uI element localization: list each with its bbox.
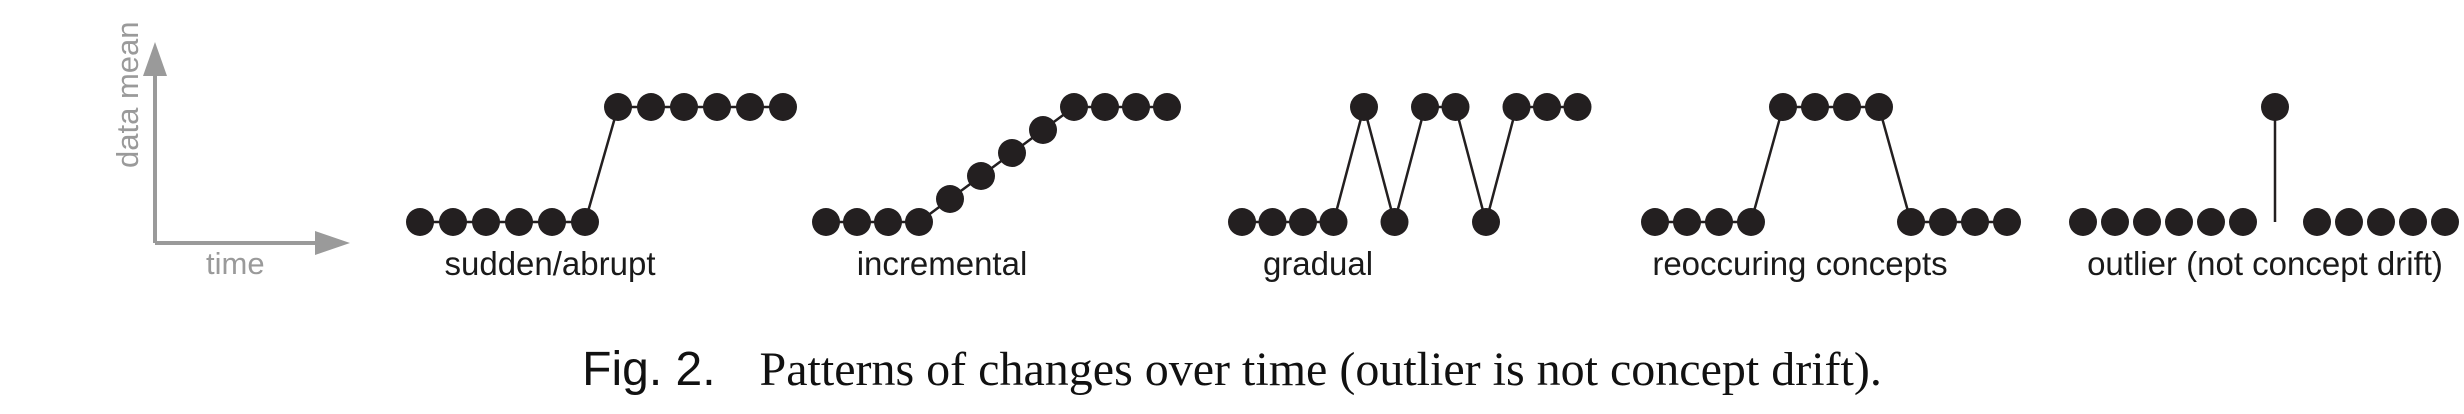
caption-text: Patterns of changes over time (outlier i… bbox=[759, 343, 1882, 396]
pattern-sudden bbox=[406, 93, 797, 236]
data-point bbox=[703, 93, 731, 121]
data-point bbox=[1769, 93, 1797, 121]
data-point bbox=[2431, 208, 2459, 236]
data-point bbox=[1865, 93, 1893, 121]
pattern-gradual bbox=[1228, 93, 1592, 236]
label-outlier: outlier (not concept drift) bbox=[2087, 245, 2443, 282]
data-point bbox=[2101, 208, 2129, 236]
label-sudden: sudden/abrupt bbox=[444, 245, 656, 282]
pattern-outlier bbox=[2069, 93, 2459, 236]
data-point bbox=[1228, 208, 1256, 236]
data-point bbox=[538, 208, 566, 236]
trend-line bbox=[1655, 105, 2007, 224]
data-point bbox=[1641, 208, 1669, 236]
data-point bbox=[1533, 93, 1561, 121]
data-point bbox=[1153, 93, 1181, 121]
data-point bbox=[1122, 93, 1150, 121]
data-point bbox=[406, 208, 434, 236]
data-point bbox=[998, 139, 1026, 167]
x-axis-label: time bbox=[206, 246, 265, 281]
data-point bbox=[2069, 208, 2097, 236]
data-point bbox=[1502, 93, 1531, 121]
data-point bbox=[967, 162, 995, 190]
label-reoccuring: reoccuring concepts bbox=[1652, 245, 1948, 282]
data-point bbox=[439, 208, 467, 236]
pattern-reoccuring bbox=[1641, 93, 2021, 236]
data-point bbox=[1833, 93, 1861, 121]
trend-line bbox=[420, 105, 783, 224]
data-point bbox=[2367, 208, 2395, 236]
data-point bbox=[1563, 93, 1592, 121]
data-point bbox=[1961, 208, 1989, 236]
data-point bbox=[637, 93, 665, 121]
y-axis-label: data mean bbox=[110, 21, 145, 169]
data-point bbox=[1060, 93, 1088, 121]
patterns bbox=[406, 93, 2459, 236]
data-point bbox=[812, 208, 840, 236]
label-gradual: gradual bbox=[1262, 245, 1374, 282]
time-mean-axes bbox=[143, 42, 350, 255]
data-point bbox=[2335, 208, 2363, 236]
data-point bbox=[1929, 208, 1957, 236]
data-point bbox=[1472, 208, 1500, 236]
data-point bbox=[1380, 208, 1409, 236]
drift-pattern-diagram bbox=[143, 42, 2459, 255]
trend-line bbox=[1242, 102, 1578, 227]
data-point bbox=[505, 208, 533, 236]
y-axis-arrow bbox=[143, 42, 167, 76]
data-point bbox=[736, 93, 764, 121]
data-point bbox=[936, 185, 964, 213]
data-point bbox=[1673, 208, 1701, 236]
data-point bbox=[1801, 93, 1829, 121]
data-point bbox=[1350, 93, 1378, 121]
data-point bbox=[1319, 208, 1348, 236]
label-incremental: incremental bbox=[856, 245, 1028, 282]
pattern-incremental bbox=[812, 93, 1181, 236]
data-point bbox=[2261, 93, 2289, 121]
data-point bbox=[905, 208, 933, 236]
data-point bbox=[1029, 116, 1057, 144]
x-axis-arrow bbox=[315, 231, 350, 255]
data-point bbox=[2303, 208, 2331, 236]
data-point bbox=[604, 93, 632, 121]
data-point bbox=[874, 208, 902, 236]
data-point bbox=[1897, 208, 1925, 236]
data-point bbox=[1993, 208, 2021, 236]
data-point bbox=[769, 93, 797, 121]
data-point bbox=[571, 208, 599, 236]
data-point bbox=[1705, 208, 1733, 236]
figure-caption: Fig. 2. Patterns of changes over time (ou… bbox=[0, 342, 2464, 397]
data-point bbox=[2133, 208, 2161, 236]
trend-line bbox=[826, 105, 1167, 224]
data-point bbox=[2197, 208, 2225, 236]
data-point bbox=[1258, 208, 1287, 236]
data-point bbox=[472, 208, 500, 236]
data-point bbox=[1091, 93, 1119, 121]
data-point bbox=[1737, 208, 1765, 236]
data-point bbox=[2229, 208, 2257, 236]
data-point bbox=[2165, 208, 2193, 236]
data-point bbox=[843, 208, 871, 236]
data-point bbox=[2399, 208, 2427, 236]
data-point bbox=[1411, 93, 1439, 121]
data-point bbox=[1289, 208, 1317, 236]
caption-figure-number: Fig. 2. bbox=[582, 343, 716, 396]
data-point bbox=[670, 93, 698, 121]
data-point bbox=[1441, 93, 1470, 121]
